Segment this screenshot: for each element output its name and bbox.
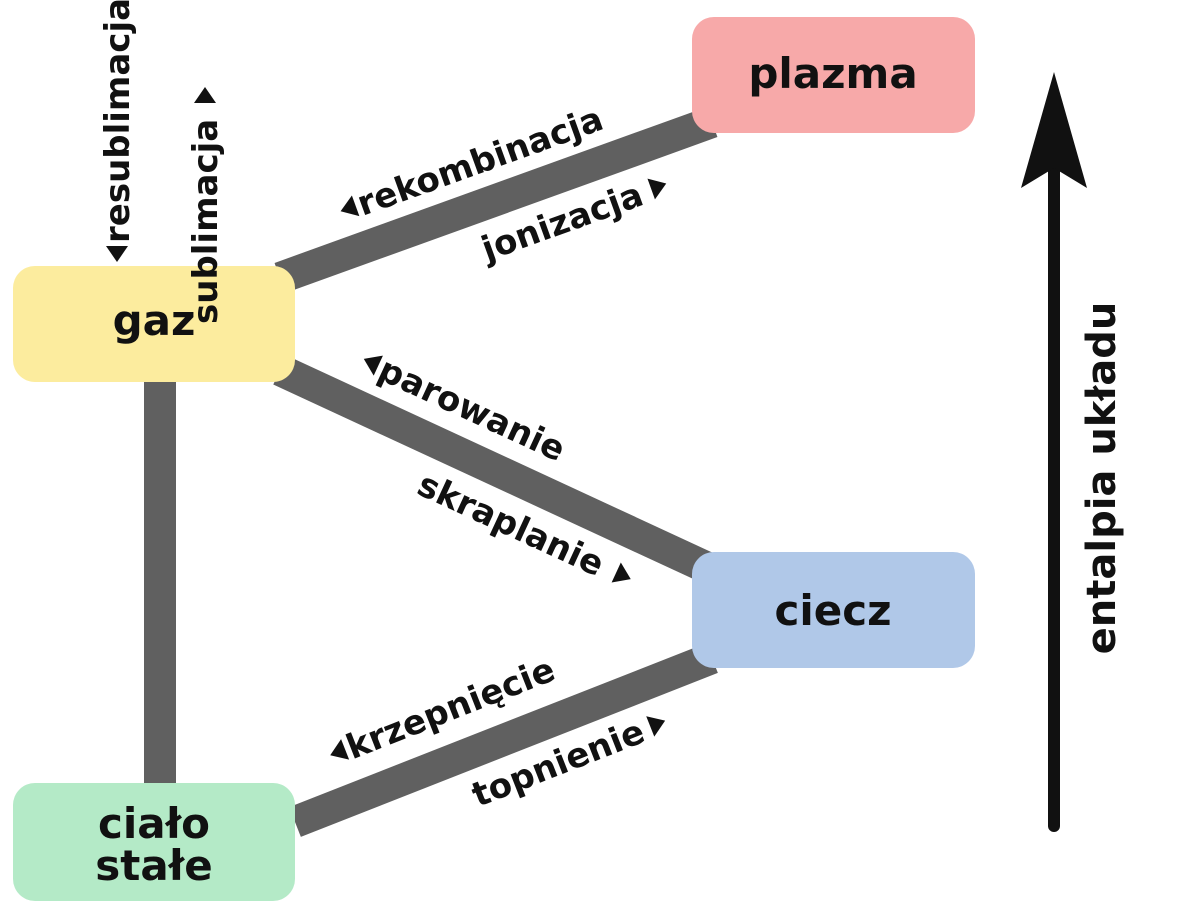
transition-resublimacja: resublimacja — [98, 0, 138, 262]
arrow-right-icon — [611, 562, 631, 583]
arrow-up-icon — [1021, 72, 1087, 188]
cialo-stale-box — [13, 783, 295, 901]
transition-sublimacja: sublimacja — [186, 87, 226, 324]
arrow-right-icon — [646, 716, 666, 737]
enthalpy-axis: entalpia układu — [1021, 72, 1125, 832]
arrow-right-icon — [647, 178, 667, 200]
state-cialo-stale: ciało stałe — [13, 783, 295, 901]
arrow-left-icon — [340, 195, 360, 217]
cialo-stale-label-line2: stałe — [95, 841, 213, 890]
sublimacja-label: sublimacja — [186, 119, 226, 324]
arrow-down-icon — [106, 246, 128, 262]
arrow-left-icon — [363, 355, 383, 376]
gaz-label: gaz — [113, 296, 196, 345]
resublimacja-label: resublimacja — [98, 0, 138, 243]
enthalpy-axis-label: entalpia układu — [1079, 302, 1125, 655]
connector-ciecz-cialo-stale — [289, 643, 718, 837]
ciecz-label: ciecz — [774, 586, 891, 635]
connector-gaz-ciecz — [273, 355, 719, 585]
cialo-stale-label-line1: ciało — [98, 799, 210, 848]
connector-gaz-plazma — [274, 106, 718, 294]
plazma-label: plazma — [748, 49, 917, 98]
state-plazma: plazma — [692, 17, 975, 133]
gaz-box — [13, 266, 295, 382]
arrow-up-icon — [194, 87, 216, 103]
state-gaz: gaz — [13, 266, 295, 382]
ciecz-box — [692, 552, 975, 668]
arrow-left-icon — [330, 739, 350, 760]
state-ciecz: ciecz — [692, 552, 975, 668]
plazma-box — [692, 17, 975, 133]
